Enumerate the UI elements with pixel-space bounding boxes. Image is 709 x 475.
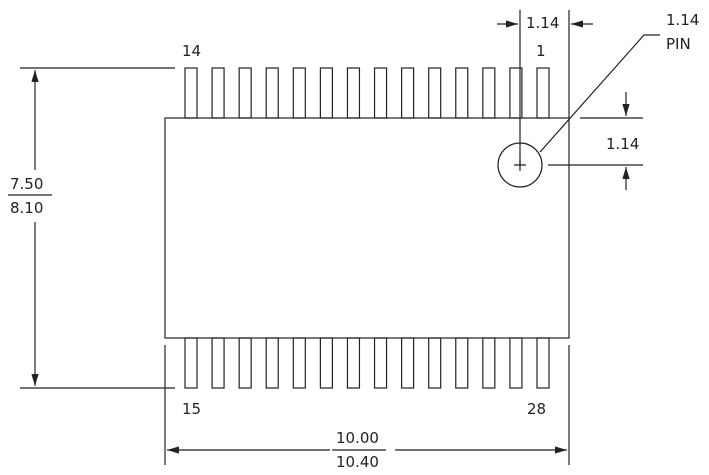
width-extension-lines — [164, 345, 570, 465]
pin — [455, 67, 469, 119]
pin — [238, 337, 252, 389]
height-max: 8.10 — [10, 199, 43, 217]
pin — [455, 337, 469, 389]
pin — [265, 337, 279, 389]
pin — [184, 337, 198, 389]
pin-label-14: 14 — [182, 42, 201, 60]
pin — [265, 67, 279, 119]
pin — [536, 337, 550, 389]
callout-label: PIN — [666, 35, 691, 53]
pin — [319, 67, 333, 119]
pin — [373, 337, 388, 389]
pin-offset-y: 1.14 — [606, 135, 639, 153]
top-pins — [184, 67, 550, 119]
pin — [292, 337, 306, 389]
callout-leader — [539, 34, 660, 153]
pin — [238, 67, 252, 119]
pin — [319, 337, 333, 389]
pin — [482, 337, 496, 389]
pin — [211, 67, 225, 119]
pin — [482, 67, 496, 119]
callout-value: 1.14 — [666, 11, 699, 29]
pin — [401, 337, 415, 389]
pin — [346, 67, 361, 119]
pin — [536, 67, 550, 119]
pin — [509, 67, 523, 119]
width-max: 10.40 — [336, 453, 379, 471]
pin-offset-y-extension-lines — [548, 117, 643, 166]
pin — [401, 67, 415, 119]
pin-label-1: 1 — [536, 42, 546, 60]
pin — [428, 67, 442, 119]
pin — [509, 337, 523, 389]
pin-label-15: 15 — [182, 400, 201, 418]
pin — [373, 67, 388, 119]
height-extension-lines — [20, 67, 175, 389]
pin — [428, 337, 442, 389]
bottom-pins — [184, 337, 550, 389]
package-body — [164, 117, 570, 339]
pin — [292, 67, 306, 119]
pin-offset-x: 1.14 — [526, 14, 559, 32]
height-min: 7.50 — [10, 175, 43, 193]
pin-offset-extension-lines — [519, 10, 570, 165]
width-min: 10.00 — [336, 429, 379, 447]
pin — [211, 337, 225, 389]
pin — [346, 337, 361, 389]
pin — [184, 67, 198, 119]
pin-label-28: 28 — [527, 400, 546, 418]
